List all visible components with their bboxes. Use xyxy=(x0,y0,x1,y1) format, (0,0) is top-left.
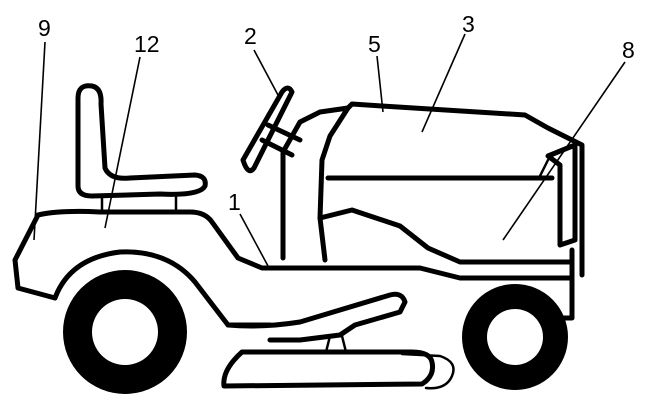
leader-8 xyxy=(502,61,626,241)
callout-3: 3 xyxy=(462,11,475,37)
leader-5 xyxy=(376,55,384,113)
seat-back xyxy=(75,83,208,199)
frame-rail xyxy=(557,275,575,321)
leader-3 xyxy=(421,33,466,133)
mower-deck xyxy=(221,349,435,389)
hood-lower-panel xyxy=(317,207,575,265)
steering-column xyxy=(259,122,303,158)
fender-front-edge xyxy=(12,212,58,301)
callout-2: 2 xyxy=(244,23,257,49)
dash-panel xyxy=(280,105,351,263)
rear-wheel-arch xyxy=(52,249,273,328)
callout-1: 1 xyxy=(228,189,241,215)
deck-chute xyxy=(400,352,455,390)
leader-2 xyxy=(253,49,279,96)
seat-support xyxy=(100,192,178,214)
deck-hanger-front xyxy=(324,334,348,354)
footrest xyxy=(225,291,408,343)
callout-9: 9 xyxy=(38,15,51,41)
leader-1 xyxy=(239,213,269,267)
hood xyxy=(345,101,585,278)
rear-fender xyxy=(35,208,575,281)
front-wheel xyxy=(462,284,568,390)
callout-5: 5 xyxy=(368,31,381,57)
callout-8: 8 xyxy=(622,37,635,63)
hood-front-grille xyxy=(545,142,578,248)
steering-wheel xyxy=(240,85,295,174)
rear-wheel xyxy=(63,270,187,394)
leader-12 xyxy=(104,56,141,229)
hood-diagonal xyxy=(538,158,550,178)
leader-9 xyxy=(33,41,46,241)
callout-12: 12 xyxy=(134,31,160,57)
